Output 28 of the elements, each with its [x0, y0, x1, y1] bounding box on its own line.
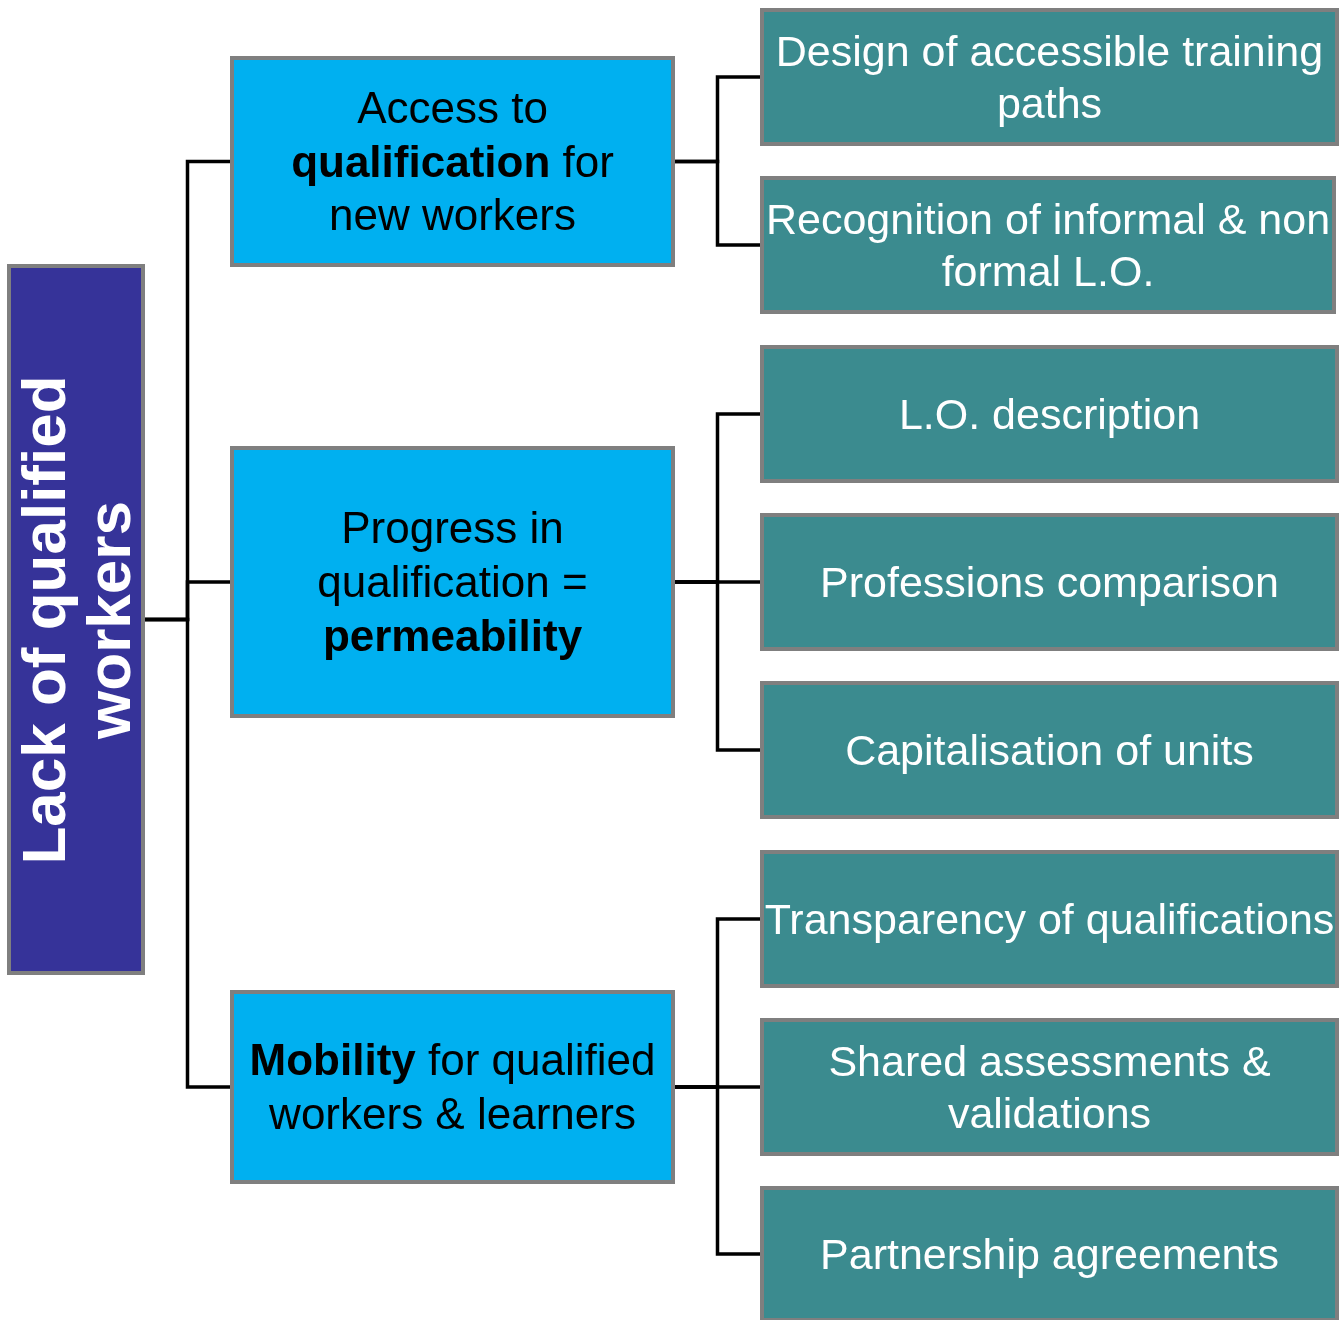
category-box: [230, 56, 675, 267]
category-box: [230, 990, 675, 1184]
measure-box: [760, 1186, 1339, 1320]
node-label: L.O. description: [898, 388, 1201, 440]
node-label: Recognition of informal & non formal L.O.: [764, 193, 1332, 297]
measure-box: [760, 345, 1339, 483]
connector-line: [675, 1085, 760, 1256]
connector-line: [675, 580, 760, 752]
node-label: Professions comparison: [820, 556, 1279, 608]
measure-box: [760, 513, 1339, 651]
node-label: Shared assessments & validations: [827, 1035, 1272, 1139]
node-label: Capitalisation of units: [845, 724, 1254, 776]
measure-box: [760, 176, 1336, 314]
connector-line: [675, 159, 760, 247]
node-label: Access to qualification for new workers: [290, 82, 615, 242]
node-label: Mobility for qualified workers & learners: [248, 1034, 657, 1140]
node-label: Progress in qualification = permeability: [316, 502, 589, 662]
measure-box: [760, 681, 1339, 819]
measure-box: [760, 1018, 1339, 1156]
measure-box: [760, 850, 1339, 988]
root-box: [7, 264, 145, 975]
node-label: Partnership agreements: [820, 1228, 1279, 1280]
node-label: Design of accessible training paths: [774, 25, 1325, 129]
measure-box: [760, 8, 1339, 146]
category-box: [230, 446, 675, 718]
node-label: Transparency of qualifications: [764, 893, 1335, 945]
connector-line: [145, 617, 230, 1089]
root-label: Lack of qualified workers: [10, 373, 142, 867]
